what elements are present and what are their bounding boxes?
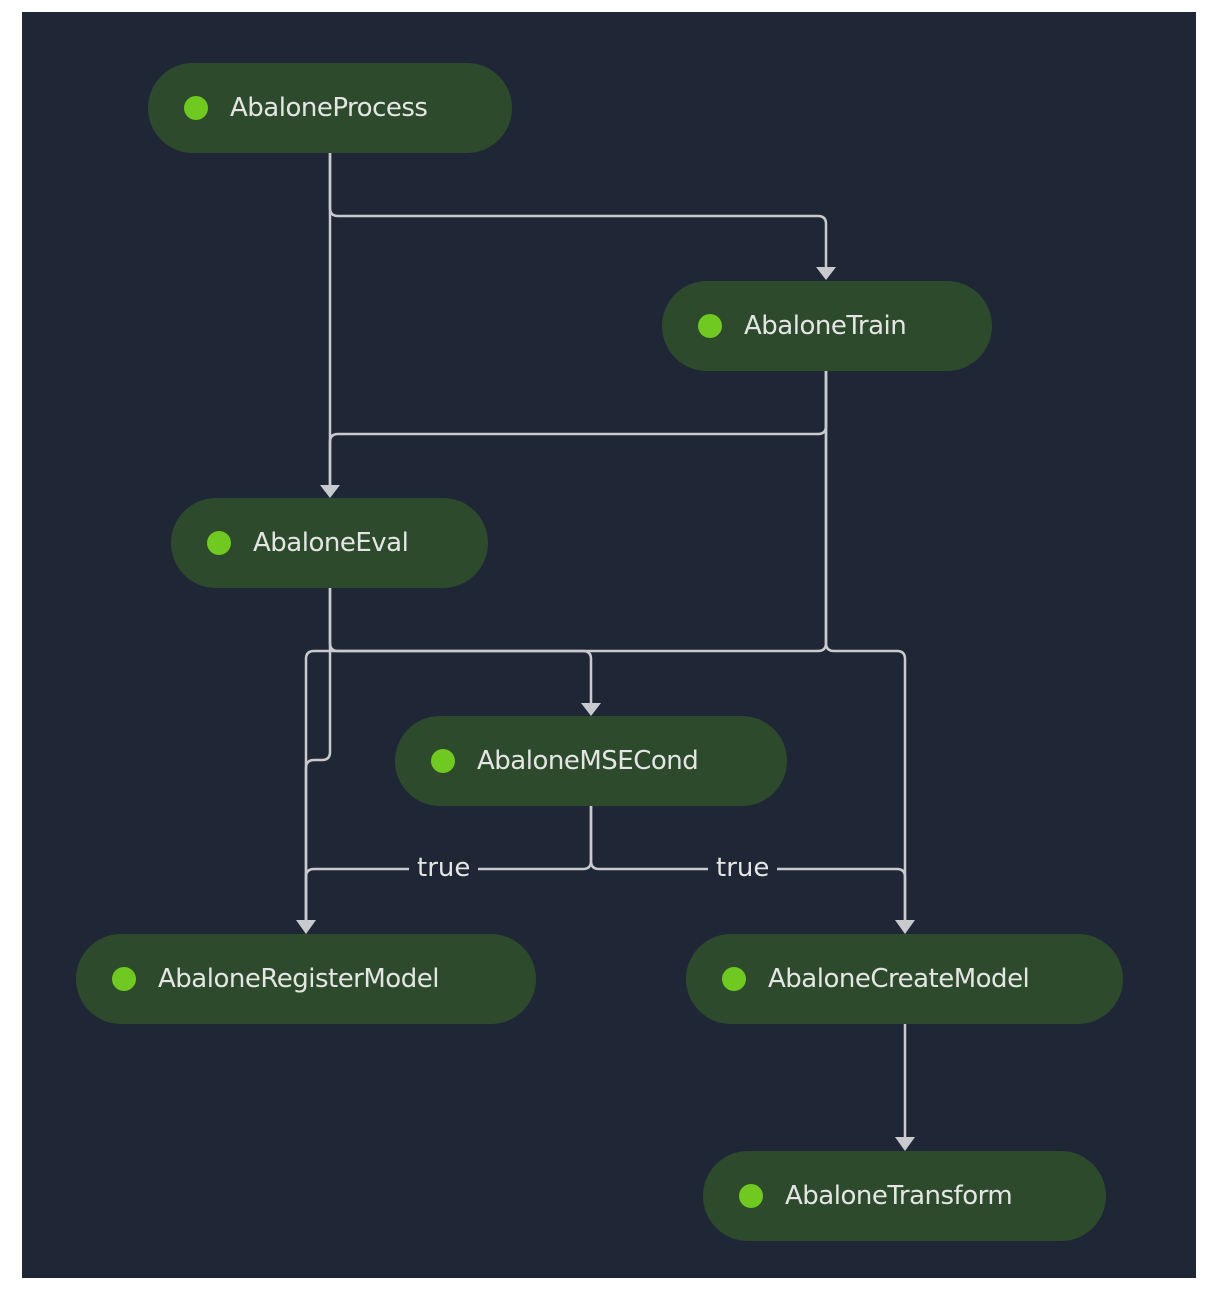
node-label: AbaloneTransform	[785, 1181, 1013, 1211]
status-succeeded-icon	[722, 967, 746, 991]
status-succeeded-icon	[698, 314, 722, 338]
status-succeeded-icon	[431, 749, 455, 773]
node-label: AbaloneEval	[253, 528, 409, 558]
node-abalone-msecond[interactable]: AbaloneMSECond	[395, 716, 787, 806]
edge-train-eval	[328, 371, 828, 486]
node-label: AbaloneTrain	[744, 311, 907, 341]
status-succeeded-icon	[207, 531, 231, 555]
edge-train-createmodel	[824, 371, 907, 920]
node-label: AbaloneMSECond	[477, 746, 699, 776]
node-abalone-create-model[interactable]: AbaloneCreateModel	[686, 934, 1123, 1024]
node-label: AbaloneProcess	[230, 93, 428, 123]
node-abalone-process[interactable]: AbaloneProcess	[148, 63, 512, 153]
node-label: AbaloneCreateModel	[768, 964, 1030, 994]
node-abalone-eval[interactable]: AbaloneEval	[171, 498, 488, 588]
edge-eval-msecond	[328, 588, 593, 704]
edge-label-true-createmodel: true	[708, 853, 778, 883]
node-label: AbaloneRegisterModel	[158, 964, 439, 994]
status-succeeded-icon	[184, 96, 208, 120]
status-succeeded-icon	[739, 1184, 763, 1208]
node-abalone-transform[interactable]: AbaloneTransform	[703, 1151, 1106, 1241]
pipeline-graph-canvas	[22, 12, 1196, 1278]
arrowhead-eval	[320, 485, 340, 498]
node-abalone-register-model[interactable]: AbaloneRegisterModel	[76, 934, 536, 1024]
edge-train-register	[304, 371, 828, 920]
arrowhead-createmodel	[895, 920, 915, 934]
edge-label-true-register: true	[409, 853, 479, 883]
arrowhead-msecond	[581, 703, 601, 716]
arrowhead-register	[296, 920, 316, 934]
status-succeeded-icon	[112, 967, 136, 991]
arrowhead-transform	[895, 1137, 915, 1151]
arrowhead-train	[816, 267, 836, 280]
edge-process-train	[328, 153, 828, 268]
node-abalone-train[interactable]: AbaloneTrain	[662, 281, 992, 371]
